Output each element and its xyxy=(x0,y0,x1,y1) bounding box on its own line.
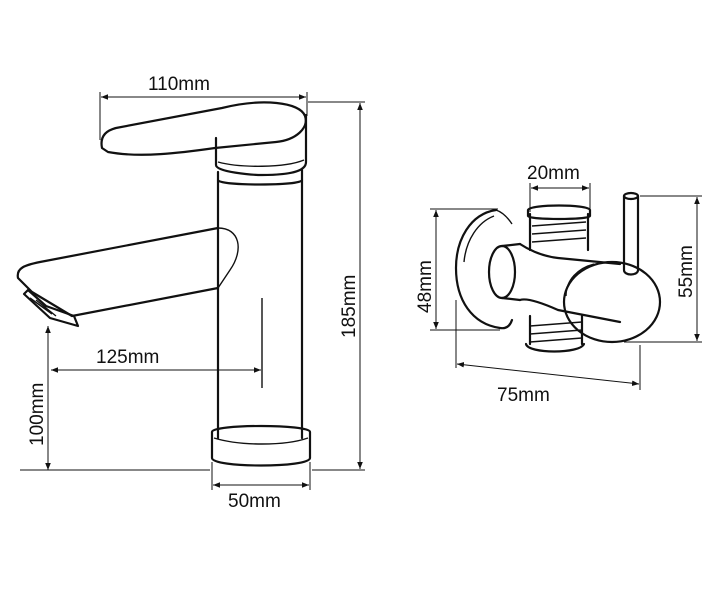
dim-185mm: 185mm xyxy=(339,275,360,338)
faucet-base xyxy=(210,424,312,467)
spout-aerator xyxy=(22,288,80,328)
valve-body xyxy=(518,242,622,324)
dim-110mm: 110mm xyxy=(148,74,210,95)
faucet-dimensions: 110mm 185mm 125mm 100mm 50mm xyxy=(20,74,365,512)
angle-valve xyxy=(454,191,662,353)
faucet-handle xyxy=(100,101,307,156)
valve-dimensions: 20mm 48mm 55mm 75mm xyxy=(415,163,702,406)
faucet-body xyxy=(216,178,304,440)
faucet-cap xyxy=(214,113,308,177)
valve-top-outlet xyxy=(526,204,592,252)
dim-75mm: 75mm xyxy=(497,385,550,406)
faucet-spout xyxy=(16,226,220,318)
dim-50mm: 50mm xyxy=(228,491,281,512)
dim-55mm: 55mm xyxy=(676,245,697,298)
dim-125mm: 125mm xyxy=(96,347,159,368)
dim-48mm: 48mm xyxy=(415,260,436,313)
valve-stem xyxy=(622,194,640,276)
valve-flange xyxy=(454,208,514,330)
valve-bottom-outlet xyxy=(524,314,586,353)
dim-20mm: 20mm xyxy=(527,163,580,184)
basin-faucet xyxy=(16,101,312,467)
valve-knob xyxy=(562,260,662,344)
dim-100mm: 100mm xyxy=(27,383,48,446)
